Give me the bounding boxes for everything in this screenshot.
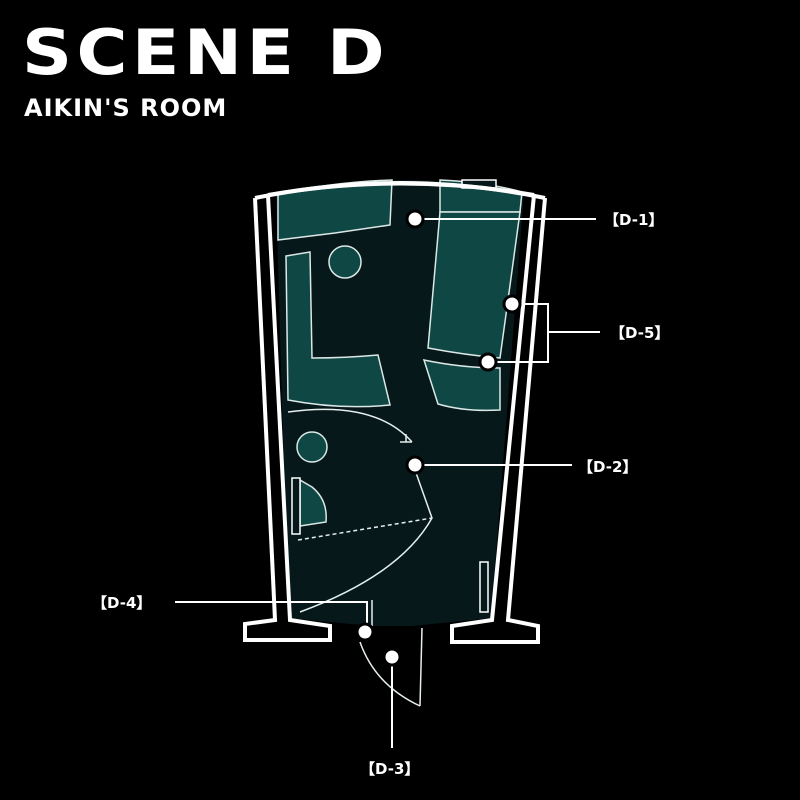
marker-dot-d5-lower[interactable] (478, 352, 498, 372)
label-d4: 【D-4】 (92, 594, 151, 612)
label-d3: 【D-3】 (360, 760, 419, 778)
sofa-left (285, 251, 391, 408)
marker-dot-d5-upper[interactable] (502, 294, 522, 314)
wall-top-inner (267, 181, 535, 197)
wall-detail-left (291, 477, 301, 535)
marker-dot-d1[interactable] (405, 209, 425, 229)
door-panel (419, 627, 423, 707)
leader-lines (175, 218, 600, 748)
marker-dot-d2[interactable] (405, 455, 425, 475)
door-swing-arc (359, 641, 421, 707)
marker-dot-d4[interactable] (355, 622, 375, 642)
bar-counter-dashes (297, 517, 433, 541)
scene-title: SCENE D (22, 16, 390, 89)
wall-right-outer (450, 194, 547, 644)
wall-detail-right (479, 561, 489, 613)
armchair (299, 478, 327, 527)
label-d5: 【D-5】 (610, 324, 669, 342)
wall-left-outer (243, 194, 332, 642)
desk-right (427, 211, 521, 359)
scene-subtitle: AIKIN'S ROOM (24, 94, 228, 122)
marker-dots (355, 209, 522, 667)
sofa-right (422, 359, 501, 412)
label-d1: 【D-1】 (604, 211, 663, 229)
round-stool-top (328, 245, 362, 279)
leader-d4 (175, 601, 368, 630)
marker-dot-d3[interactable] (382, 647, 402, 667)
label-d2: 【D-2】 (578, 458, 637, 476)
arc-partition (287, 408, 413, 443)
round-stool-middle (296, 431, 328, 463)
walls (243, 181, 547, 644)
